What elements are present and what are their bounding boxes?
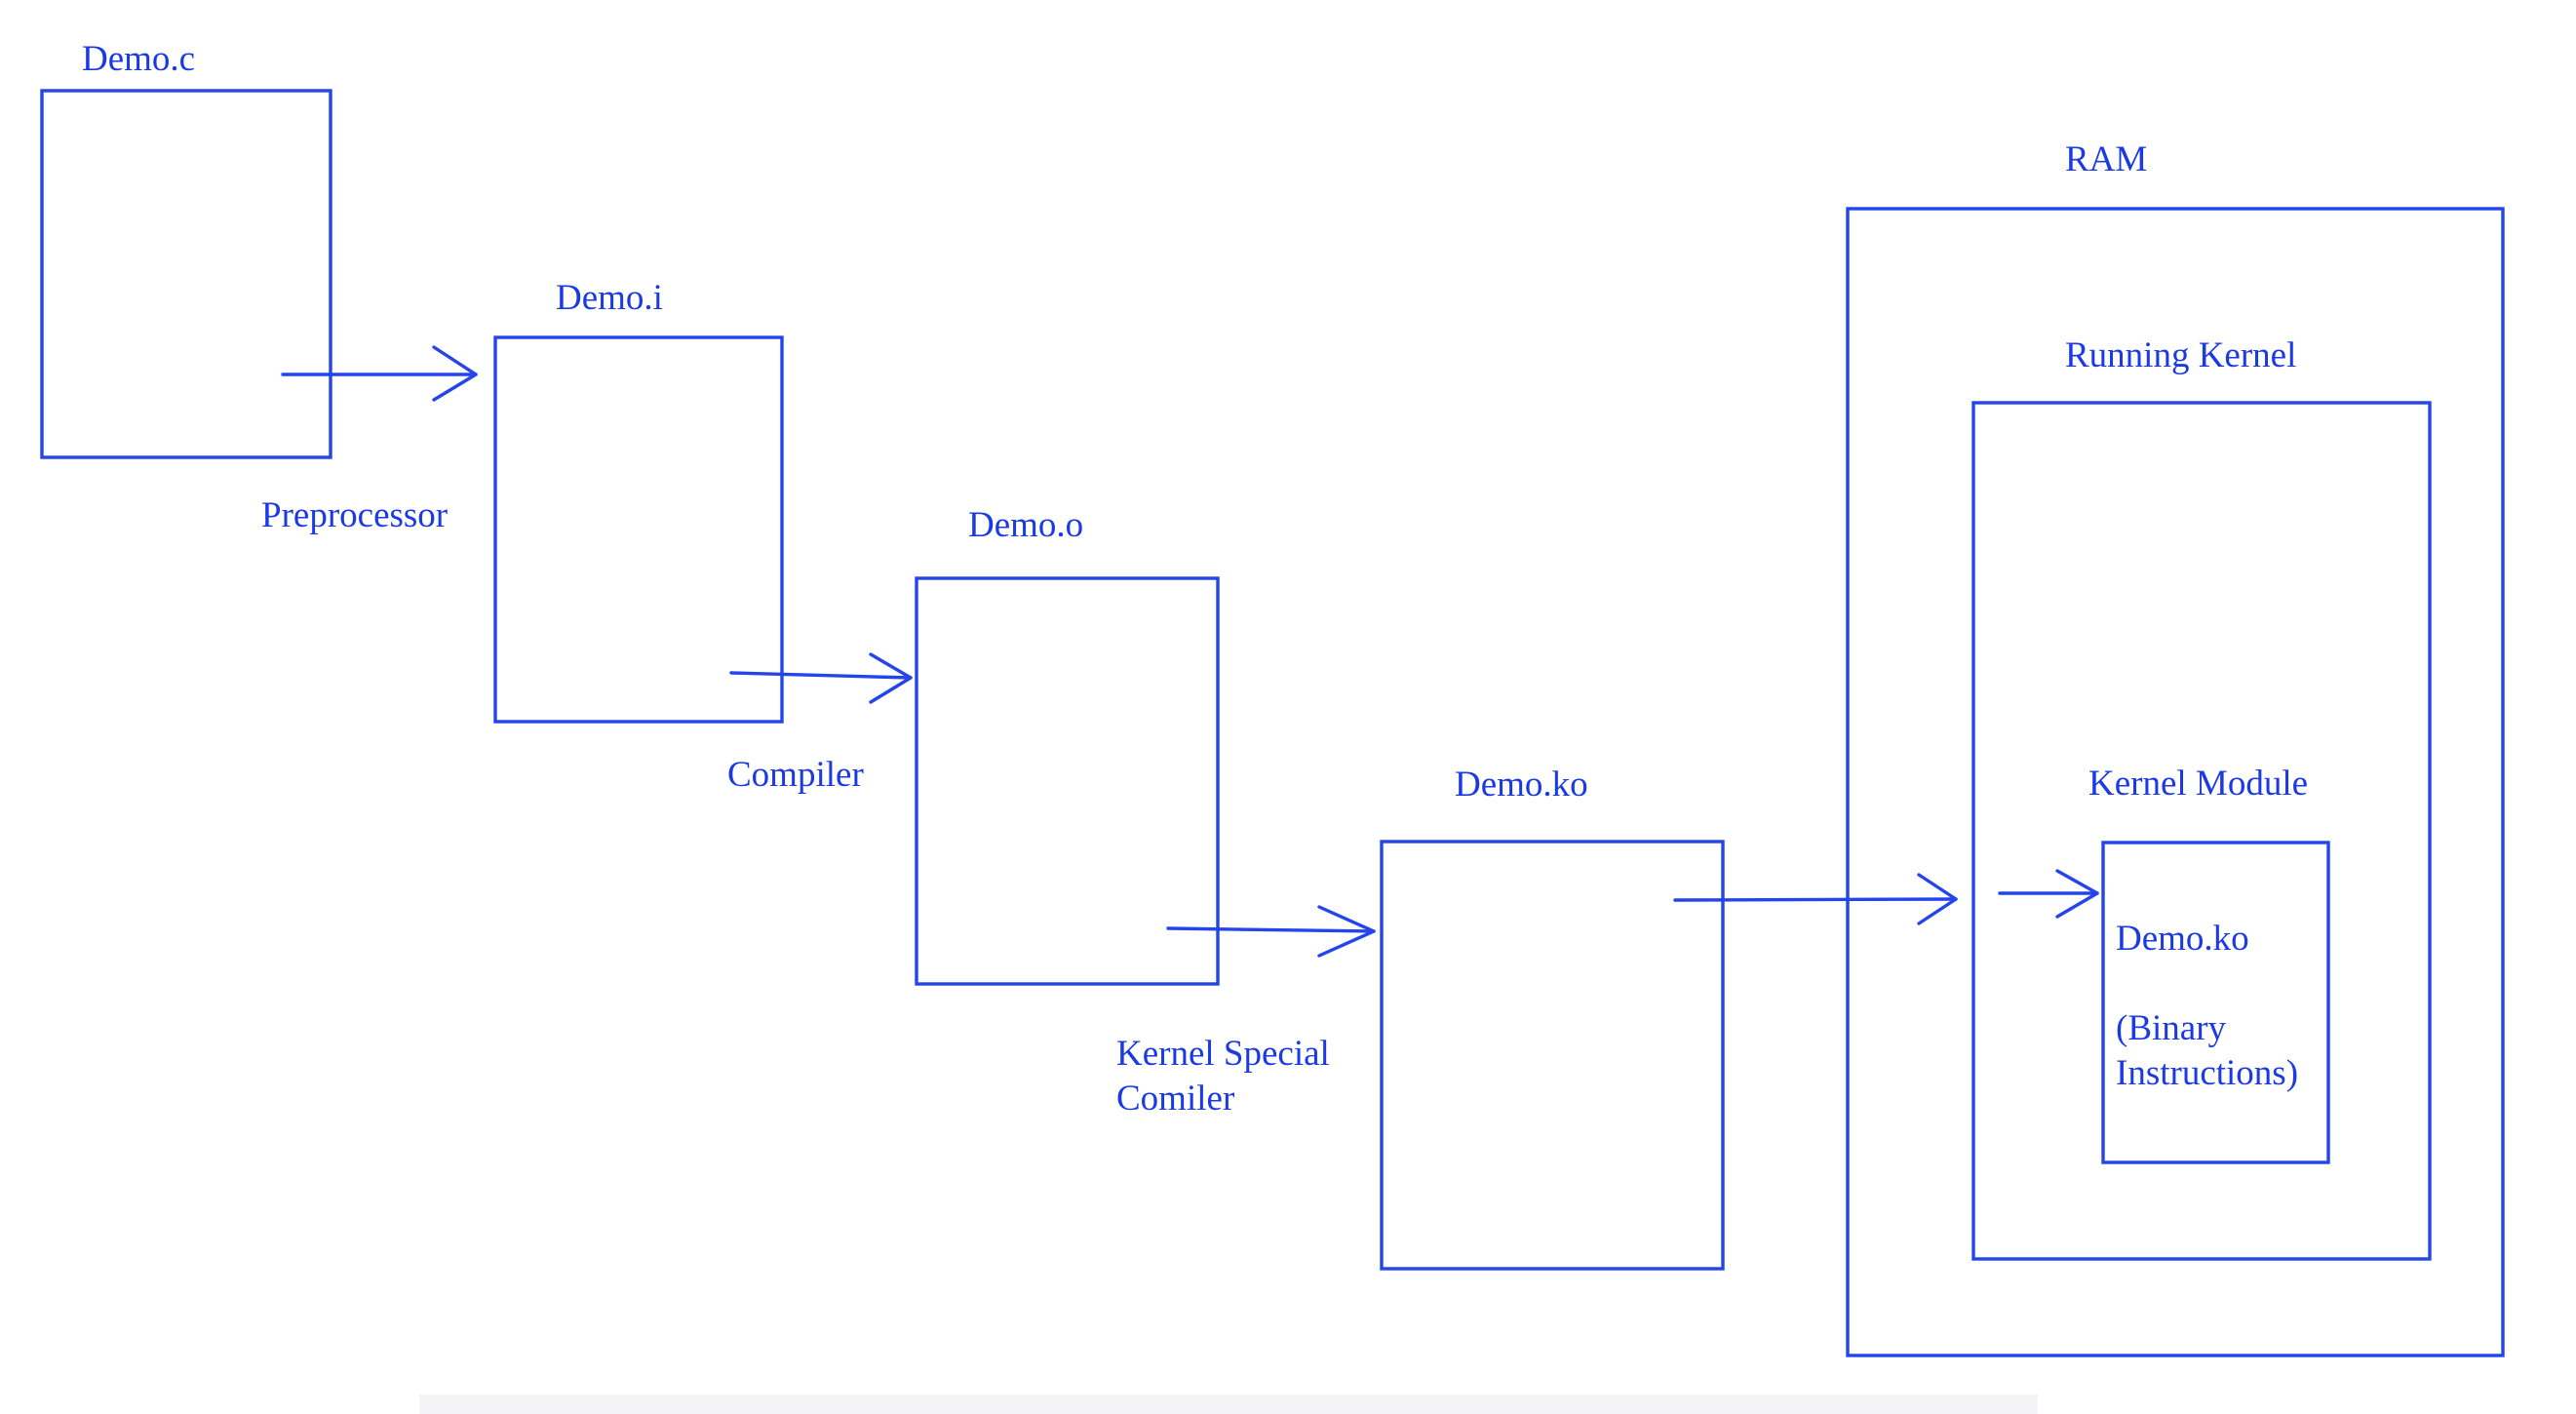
bottom-shade: [419, 1394, 2038, 1414]
kernel-module-label: Kernel Module: [2088, 764, 2308, 804]
inner-binary-line2: Instructions): [2116, 1053, 2298, 1093]
inner-binary-line1: (Binary: [2116, 1008, 2227, 1048]
demo-o-label: Demo.o: [968, 505, 1083, 545]
kernel-module-box: [2101, 841, 2330, 1164]
demo-ko-label: Demo.ko: [1455, 765, 1588, 805]
inner-module-name: Demo.ko: [2116, 919, 2249, 959]
kernel-module-arrow: [1998, 869, 2099, 919]
compiler-arrow: [729, 652, 913, 704]
preprocessor-label: Preprocessor: [261, 495, 448, 535]
kernel-special-label-line2: Comiler: [1116, 1079, 1234, 1119]
demo-i-label: Demo.i: [556, 278, 663, 318]
ram-box: [1846, 207, 2505, 1357]
compiler-label: Compiler: [727, 755, 864, 795]
demo-c-box: [40, 89, 332, 459]
preprocessor-arrow: [281, 345, 478, 402]
demo-o-box: [915, 576, 1220, 986]
load-into-ram-arrow: [1673, 873, 1958, 925]
demo-c-label: Demo.c: [82, 39, 195, 79]
kernel-compiler-arrow: [1166, 905, 1376, 958]
demo-i-box: [493, 335, 784, 724]
ram-label: RAM: [2065, 139, 2147, 179]
running-kernel-label: Running Kernel: [2065, 335, 2296, 375]
running-kernel-box: [1971, 401, 2432, 1261]
demo-ko-box: [1380, 840, 1725, 1271]
kernel-special-label-line1: Kernel Special: [1116, 1034, 1330, 1074]
